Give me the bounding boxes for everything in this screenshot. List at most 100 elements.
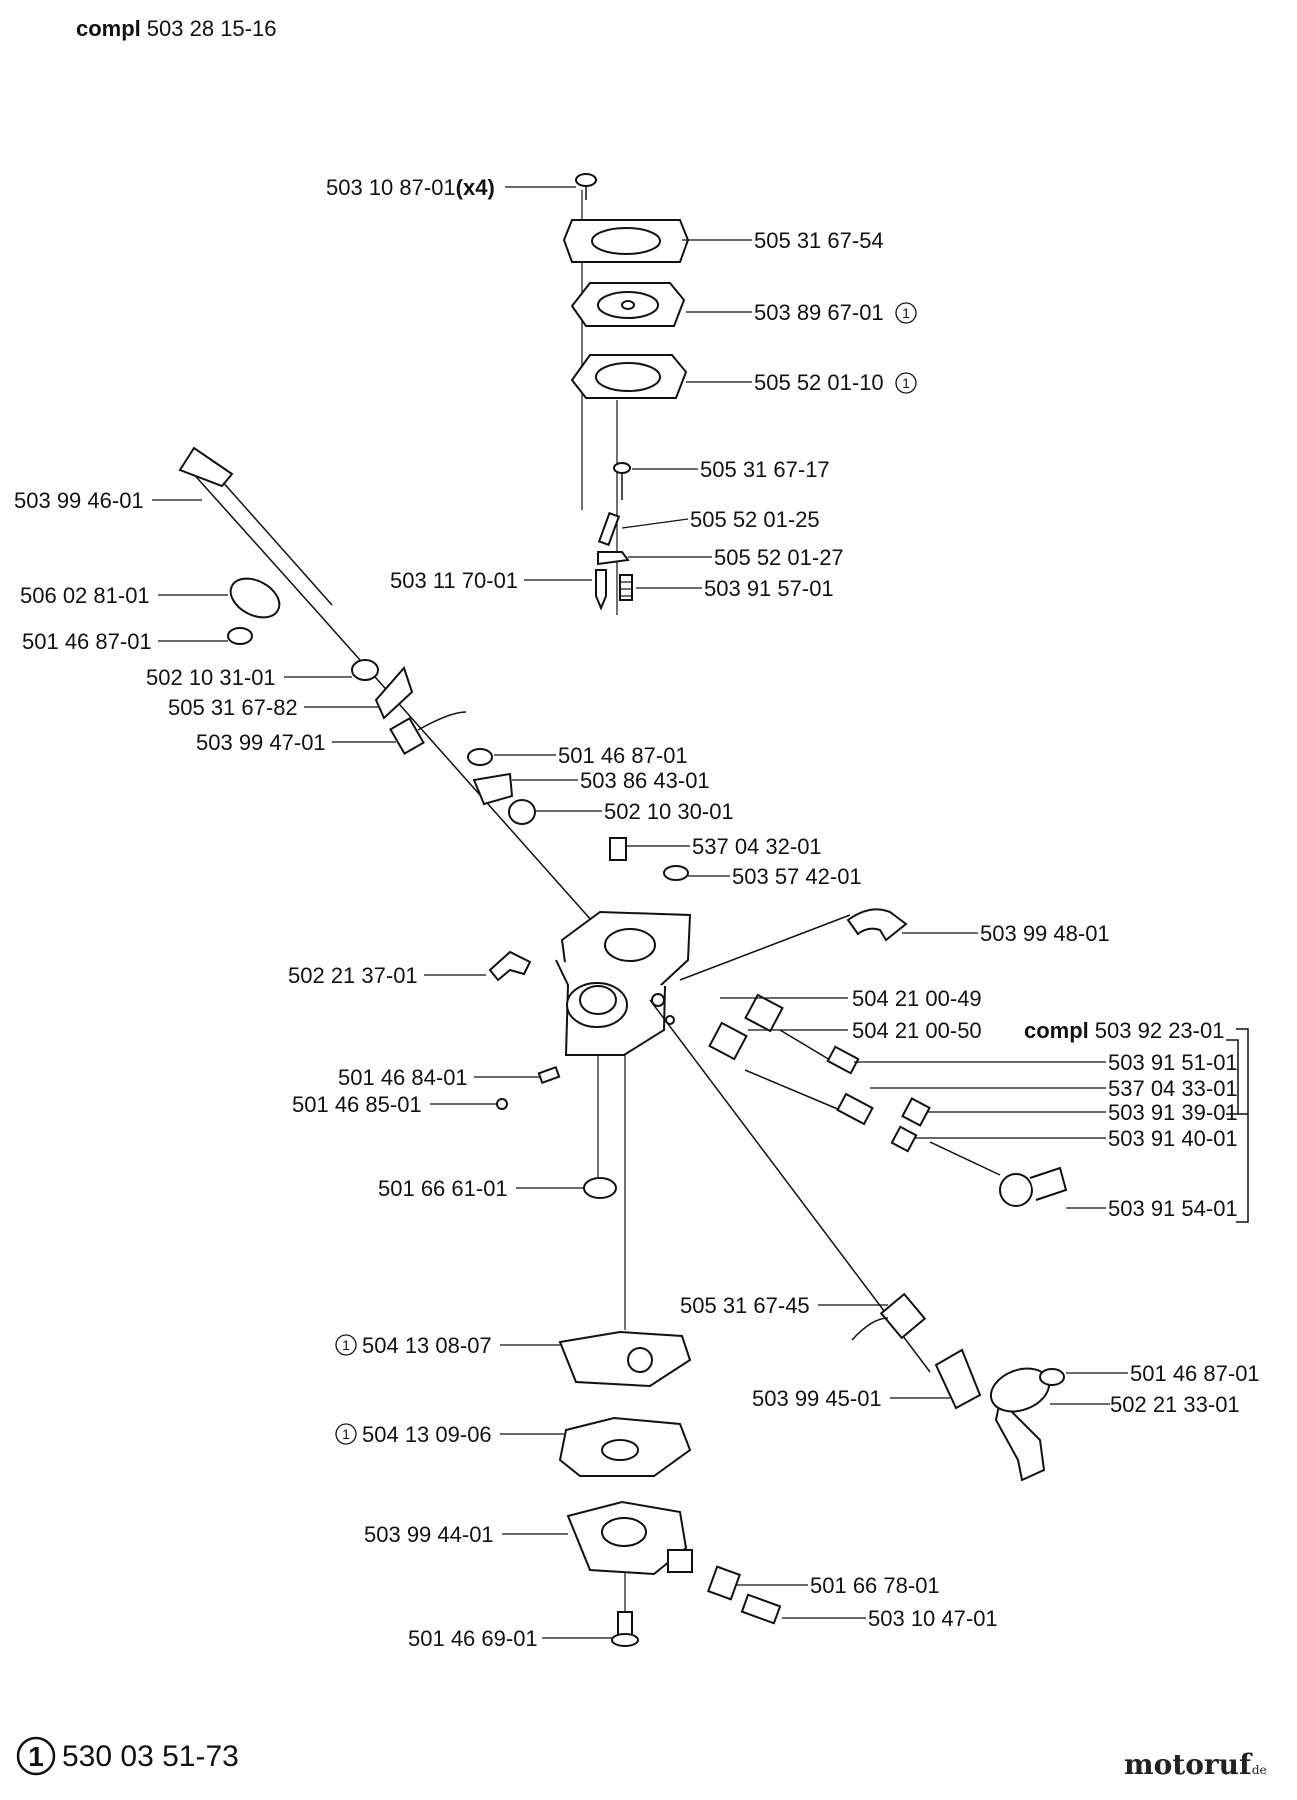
label-p20: 503 57 42-01 bbox=[732, 864, 862, 889]
washer-20 bbox=[663, 865, 689, 881]
kit-marker-p4 bbox=[895, 372, 917, 394]
label-p12: 501 46 87-01 bbox=[22, 629, 152, 654]
label-p31: 501 46 85-01 bbox=[292, 1092, 422, 1117]
clip-17 bbox=[472, 772, 514, 806]
label-p6: 505 52 01-25 bbox=[690, 507, 820, 532]
label-p30: 501 46 84-01 bbox=[338, 1065, 468, 1090]
spring-84 bbox=[537, 1065, 561, 1085]
plug-61 bbox=[583, 1177, 617, 1199]
connect-48 bbox=[679, 914, 851, 981]
subassembly-bracket bbox=[1236, 1028, 1249, 1223]
fitting-37 bbox=[488, 950, 532, 982]
screw-47 bbox=[740, 1593, 782, 1625]
label-p24: 504 21 00-50 bbox=[852, 1018, 982, 1043]
needle-low bbox=[744, 1069, 874, 1126]
label-p28: 503 91 40-01 bbox=[1108, 1126, 1238, 1151]
cover-plate bbox=[562, 219, 690, 263]
footer-kit-marker-num: 1 bbox=[28, 1741, 44, 1772]
screw-top bbox=[575, 173, 597, 200]
kit-marker-p3-num: 1 bbox=[902, 305, 910, 321]
springs-right bbox=[708, 993, 784, 1061]
label-p36: 501 46 87-01 bbox=[1130, 1361, 1260, 1386]
kit-marker-p34 bbox=[335, 1334, 357, 1356]
label-p23: 504 21 00-49 bbox=[852, 986, 982, 1011]
label-p4: 505 52 01-10 bbox=[754, 370, 884, 395]
spring-78 bbox=[706, 1565, 742, 1601]
throttle-valve bbox=[229, 577, 281, 619]
label-p37: 502 21 33-01 bbox=[1110, 1392, 1240, 1417]
kit-marker-p34-num: 1 bbox=[342, 1337, 350, 1353]
inlet-needle bbox=[595, 569, 607, 611]
kit-marker-p4-num: 1 bbox=[902, 375, 910, 391]
label-p17: 503 86 43-01 bbox=[580, 768, 710, 793]
label-p1: 503 10 87-01(x4) bbox=[326, 175, 495, 200]
screw-small bbox=[613, 462, 631, 500]
label-p16: 501 46 87-01 bbox=[558, 743, 688, 768]
limiter-40 bbox=[890, 1125, 918, 1153]
gasket-plate bbox=[570, 354, 688, 399]
label-p15: 503 99 47-01 bbox=[196, 730, 326, 755]
subassembly-bracket-inner bbox=[1226, 1039, 1239, 1115]
label-p21: 503 99 48-01 bbox=[980, 921, 1110, 946]
label-p8: 503 11 70-01 bbox=[390, 568, 518, 593]
label-p10: 503 99 46-01 bbox=[14, 488, 144, 513]
carburetor-body bbox=[555, 910, 692, 1056]
bushing bbox=[351, 659, 379, 681]
label-p25: 503 91 51-01 bbox=[1108, 1050, 1238, 1075]
spring-47 bbox=[389, 711, 467, 755]
label-p19: 537 04 32-01 bbox=[692, 834, 822, 859]
label-p41: 503 10 47-01 bbox=[868, 1606, 998, 1631]
label-p18: 502 10 30-01 bbox=[604, 799, 734, 824]
cover-bottom bbox=[566, 1500, 693, 1576]
label-p42: 501 46 69-01 bbox=[408, 1626, 538, 1651]
label-p27: 503 91 39-01 bbox=[1108, 1100, 1238, 1125]
pump-diaphragm bbox=[570, 282, 686, 327]
label-p9: 503 91 57-01 bbox=[704, 576, 834, 601]
needle-high bbox=[779, 1029, 860, 1075]
label-p35: 503 99 45-01 bbox=[752, 1386, 882, 1411]
kit-marker-p3 bbox=[895, 302, 917, 324]
label-p29: 503 91 54-01 bbox=[1108, 1196, 1238, 1221]
label-p13: 502 10 31-01 bbox=[146, 665, 276, 690]
label-p34: 504 13 08-07 bbox=[362, 1333, 492, 1358]
fitting-48 bbox=[846, 908, 908, 942]
cap-54 bbox=[929, 1141, 1068, 1207]
choke-shaft bbox=[649, 999, 1046, 1482]
spring-45 bbox=[851, 1292, 927, 1341]
label-p33: 505 31 67-45 bbox=[680, 1293, 810, 1318]
lever-small bbox=[597, 551, 630, 566]
label-p40: 501 66 78-01 bbox=[810, 1573, 940, 1598]
pin-small bbox=[597, 511, 621, 547]
screw-valve bbox=[227, 627, 253, 645]
bushing-18 bbox=[508, 799, 536, 825]
watermark-suffix: .de bbox=[1248, 1763, 1267, 1777]
ball-85 bbox=[496, 1098, 508, 1110]
label-p39: 503 99 44-01 bbox=[364, 1522, 494, 1547]
plug-19 bbox=[609, 837, 627, 861]
label-p5: 505 31 67-17 bbox=[700, 457, 830, 482]
kit-marker-p38-num: 1 bbox=[342, 1426, 350, 1442]
label-p2: 505 31 67-54 bbox=[754, 228, 884, 253]
kit-marker-p38 bbox=[335, 1423, 357, 1445]
watermark-logo: motoruf bbox=[1124, 1748, 1253, 1781]
label-p22: 502 21 37-01 bbox=[288, 963, 418, 988]
label-p32: 501 66 61-01 bbox=[378, 1176, 508, 1201]
spring-small bbox=[619, 574, 633, 601]
limiter-39 bbox=[901, 1097, 931, 1127]
footer-kit-marker bbox=[16, 1736, 56, 1776]
label-p38: 504 13 09-06 bbox=[362, 1422, 492, 1447]
label-p11: 506 02 81-01 bbox=[20, 583, 150, 608]
label-p3: 503 89 67-01 bbox=[754, 300, 884, 325]
leader-lines bbox=[152, 186, 1128, 1639]
screw-69 bbox=[611, 1611, 639, 1647]
footer-kit-number: 530 03 51-73 bbox=[62, 1740, 239, 1773]
lever-82 bbox=[374, 666, 414, 720]
label-p7: 505 52 01-27 bbox=[714, 545, 844, 570]
screw-36 bbox=[1039, 1368, 1065, 1386]
metering-diaphragm bbox=[558, 1330, 692, 1388]
label-p14: 505 31 67-82 bbox=[168, 695, 298, 720]
label-p26: 537 04 33-01 bbox=[1108, 1076, 1238, 1101]
